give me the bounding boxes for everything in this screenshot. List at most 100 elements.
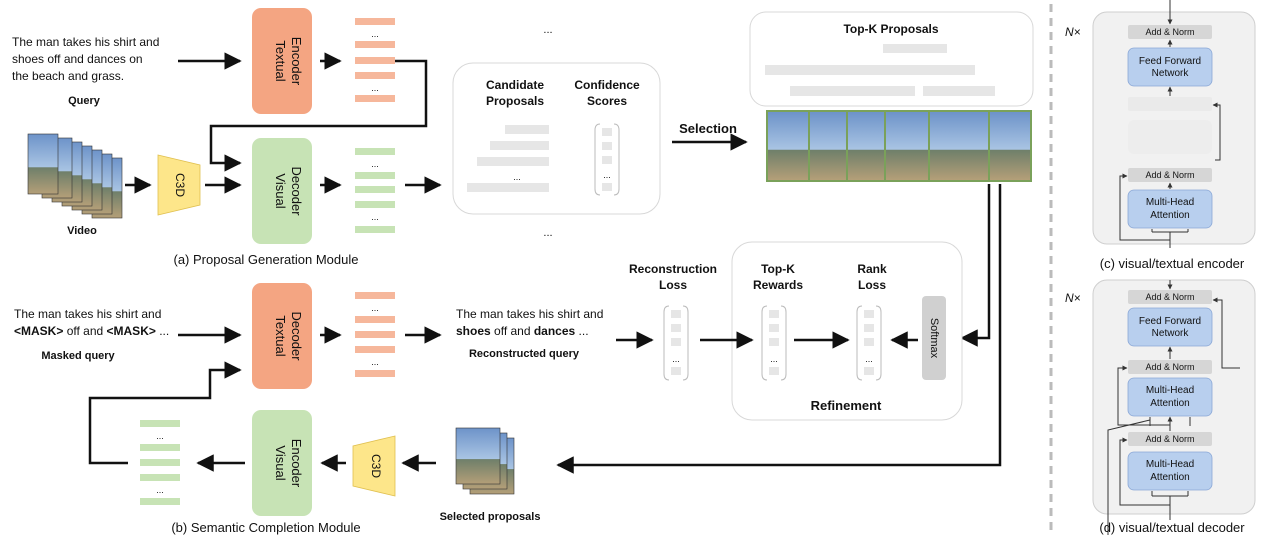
textual-encoder-box: [252, 8, 312, 114]
caption-c: (c) visual/textual encoder: [1100, 256, 1245, 271]
video-label: Video: [67, 225, 97, 237]
caption-b: (b) Semantic Completion Module: [171, 520, 360, 535]
mha-d-cross-label-1: Multi-Head: [1146, 385, 1194, 396]
visual-feature-stack-b: ... ...: [140, 420, 180, 505]
add-norm-c-bottom-label: Add & Norm: [1145, 170, 1194, 180]
add-norm-c-top: [1128, 25, 1212, 39]
visual-decoder-box: [252, 138, 312, 244]
svg-text:...: ...: [513, 172, 521, 182]
svg-text:...: ...: [156, 485, 164, 495]
selection-label: Selection: [679, 121, 737, 136]
add-norm-c-bottom: [1128, 168, 1212, 182]
rank-loss-label-1: Rank: [857, 262, 887, 276]
caption-d: (d) visual/textual decoder: [1099, 520, 1245, 535]
add-norm-d-2-label: Add & Norm: [1145, 362, 1194, 372]
add-norm-d-1: [1128, 290, 1212, 304]
masked-query-label: Masked query: [41, 350, 115, 362]
svg-text:...: ...: [672, 354, 680, 364]
candidate-proposal-bars: ...: [467, 125, 549, 192]
recon-query-label: Reconstructed query: [469, 348, 580, 360]
recon-loss-column: ...: [663, 305, 689, 381]
textual-encoder-label-1: Textual: [273, 40, 288, 81]
svg-text:...: ...: [156, 431, 164, 441]
svg-text:...: ...: [865, 354, 873, 364]
textual-decoder-label-2: Decoder: [289, 311, 304, 361]
svg-text:...: ...: [371, 29, 379, 39]
visual-decoder-label-1: Visual: [273, 173, 288, 208]
svg-text:The man takes his shirt and: The man takes his shirt and: [12, 35, 159, 49]
refinement-panel: [731, 241, 963, 421]
textual-encoder-label-2: Encoder: [289, 37, 304, 86]
textual-feature-stack-b: ... ...: [355, 292, 395, 377]
topk-title: Top-K Proposals: [843, 22, 938, 36]
topk-bars: [765, 44, 995, 96]
ffn-d-label-1: Feed Forward: [1139, 316, 1201, 327]
mha-d-self-label-1: Multi-Head: [1146, 459, 1194, 470]
rank-loss-label-2: Loss: [858, 278, 886, 292]
add-norm-d-3-label: Add & Norm: [1145, 434, 1194, 444]
topk-rewards-label-1: Top-K: [761, 262, 795, 276]
mha-c-label-1: Multi-Head: [1146, 197, 1194, 208]
mha-d-cross: [1127, 377, 1213, 417]
add-norm-d-1-label: Add & Norm: [1145, 292, 1194, 302]
recon-loss-label-2: Loss: [659, 278, 687, 292]
rank-loss-column: ...: [856, 305, 882, 381]
svg-text:...: ...: [371, 357, 379, 367]
textual-feature-stack: ... ...: [355, 18, 395, 102]
recon-query-line1: The man takes his shirt and: [456, 307, 603, 321]
query-label: Query: [68, 95, 101, 107]
visual-encoder-label-2: Encoder: [289, 439, 304, 488]
candidates-dots-top: ...: [543, 24, 552, 36]
video-frames: [27, 133, 123, 219]
ffn-d: [1127, 307, 1213, 347]
query-text: The man takes his shirt and shoes off an…: [12, 35, 159, 83]
recon-query-line2: shoes off and dances ...: [456, 324, 589, 338]
topk-panel: [749, 11, 1034, 107]
mha-c: [1127, 189, 1213, 229]
selected-proposal-frames: [455, 427, 515, 495]
recon-loss-label-1: Reconstruction: [629, 262, 717, 276]
mha-d-self-label-2: Attention: [1150, 472, 1189, 483]
textual-decoder-label-1: Textual: [273, 315, 288, 356]
svg-text:...: ...: [371, 159, 379, 169]
candidates-dots-bottom: ...: [543, 227, 552, 239]
svg-text:the beach and grass.: the beach and grass.: [12, 69, 124, 83]
candidate-proposals-label-1: Candidate: [486, 78, 544, 92]
c3d-label-a: C3D: [173, 173, 187, 197]
add-norm-d-3: [1128, 432, 1212, 446]
softmax-box: [922, 296, 946, 380]
confidence-scores-label-1: Confidence: [574, 78, 640, 92]
softmax-label: Softmax: [928, 318, 940, 359]
ffn-c-label-1: Feed Forward: [1139, 56, 1201, 67]
mha-d-self: [1127, 451, 1213, 491]
arrow-strip-to-softmax: [960, 184, 991, 347]
encoder-connectors: [1119, 0, 1221, 248]
candidate-proposals-label-2: Proposals: [486, 94, 544, 108]
ffn-c-label-2: Network: [1152, 68, 1190, 79]
svg-text:...: ...: [371, 83, 379, 93]
c3d-block-b: [352, 435, 396, 497]
masked-query-line2: <MASK> off and <MASK> ...: [14, 324, 169, 338]
arrow-textual-to-decoder: [209, 59, 428, 172]
nx-label-c: N×: [1065, 25, 1081, 39]
visual-encoder-box: [252, 410, 312, 516]
arrow-strip-to-selected: [556, 184, 1002, 474]
topk-rewards-column: ...: [761, 305, 787, 381]
arrow-vfeatures-to-tdecoder: [88, 361, 242, 465]
c3d-label-b: C3D: [369, 454, 383, 478]
candidate-panel: [452, 62, 661, 215]
selected-proposals-label: Selected proposals: [440, 511, 541, 523]
confidence-scores-label-2: Scores: [587, 94, 627, 108]
visual-feature-stack-a: ... ...: [355, 148, 395, 233]
decoder-connectors: [1107, 280, 1240, 535]
topk-video-strip: [766, 110, 1032, 182]
nx-label-d: N×: [1065, 291, 1081, 305]
masked-query-line1: The man takes his shirt and: [14, 307, 161, 321]
ffn-c: [1127, 47, 1213, 87]
textual-decoder-box: [252, 283, 312, 389]
c3d-block-a: [157, 154, 201, 216]
mha-c-label-2: Attention: [1150, 210, 1189, 221]
svg-text:...: ...: [603, 170, 611, 180]
add-norm-c-top-label: Add & Norm: [1145, 27, 1194, 37]
